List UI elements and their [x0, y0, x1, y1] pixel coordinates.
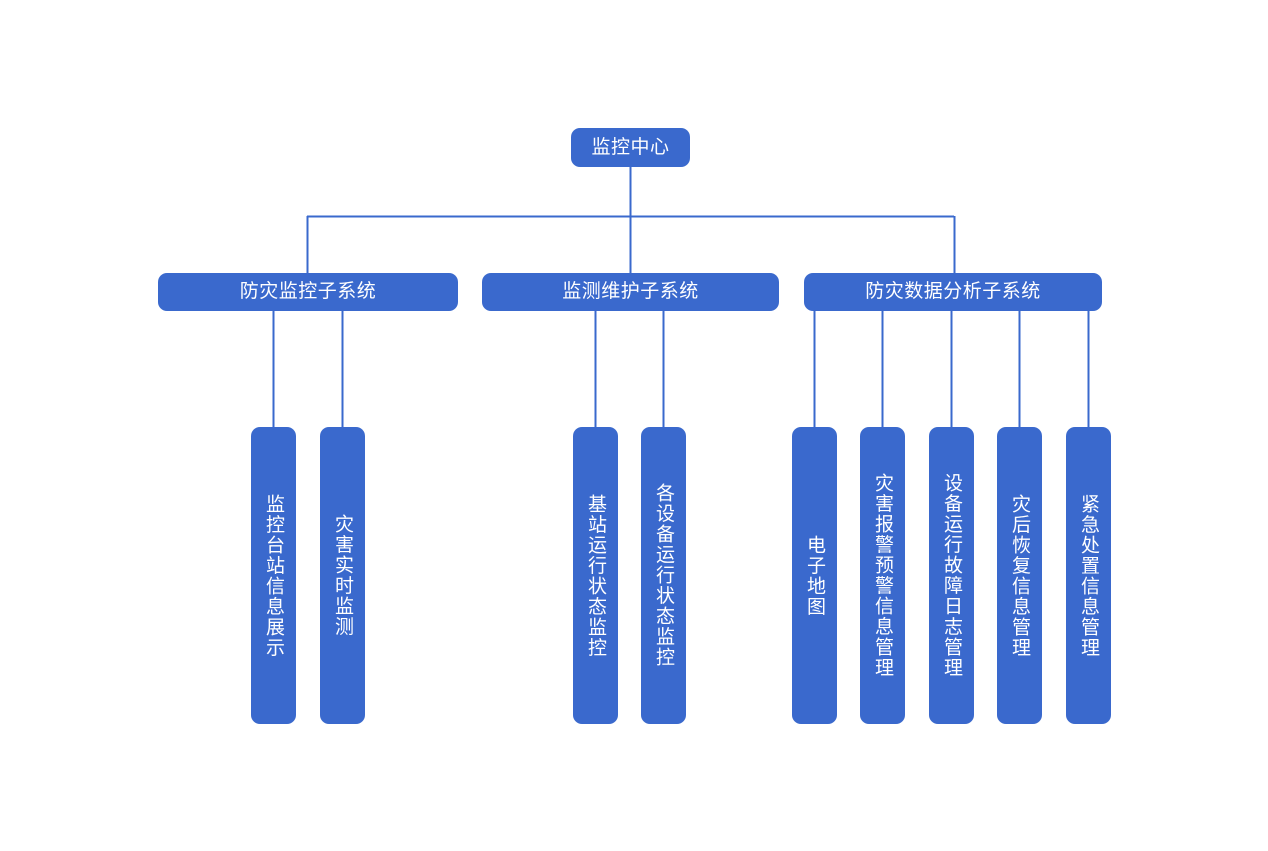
node-subsystem-3-label: 防灾数据分析子系统: [865, 281, 1041, 303]
node-leaf-3-label: 基站运行状态监控: [585, 493, 606, 658]
node-leaf-device-fault-log[interactable]: 设备运行故障日志管理: [929, 427, 974, 724]
node-subsystem-data-analysis[interactable]: 防灾数据分析子系统: [804, 273, 1102, 311]
node-leaf-4-label: 各设备运行状态监控: [653, 483, 674, 668]
node-leaf-emergency-response-info[interactable]: 紧急处置信息管理: [1066, 427, 1111, 724]
node-leaf-5-label: 电子地图: [804, 534, 825, 617]
node-subsystem-monitoring-maintenance[interactable]: 监测维护子系统: [482, 273, 779, 311]
node-leaf-electronic-map[interactable]: 电子地图: [792, 427, 837, 724]
node-leaf-7-label: 设备运行故障日志管理: [941, 473, 962, 678]
node-subsystem-2-label: 监测维护子系统: [562, 281, 699, 303]
node-leaf-9-label: 紧急处置信息管理: [1078, 493, 1099, 658]
node-leaf-1-label: 监控台站信息展示: [263, 493, 284, 658]
node-leaf-realtime-disaster-monitoring[interactable]: 灾害实时监测: [320, 427, 365, 724]
node-leaf-2-label: 灾害实时监测: [332, 514, 353, 637]
node-leaf-device-status-monitoring[interactable]: 各设备运行状态监控: [641, 427, 686, 724]
node-subsystem-1-label: 防灾监控子系统: [239, 281, 377, 303]
node-leaf-disaster-alarm-info[interactable]: 灾害报警预警信息管理: [860, 427, 905, 724]
node-leaf-base-station-status[interactable]: 基站运行状态监控: [573, 427, 618, 724]
node-leaf-station-info-display[interactable]: 监控台站信息展示: [251, 427, 296, 724]
node-leaf-8-label: 灾后恢复信息管理: [1009, 493, 1030, 658]
node-leaf-post-disaster-recovery[interactable]: 灾后恢复信息管理: [997, 427, 1042, 724]
node-root-label: 监控中心: [591, 136, 670, 158]
node-subsystem-disaster-monitoring[interactable]: 防灾监控子系统: [158, 273, 458, 311]
node-leaf-6-label: 灾害报警预警信息管理: [872, 473, 893, 678]
node-root-monitoring-center[interactable]: 监控中心: [571, 128, 690, 167]
